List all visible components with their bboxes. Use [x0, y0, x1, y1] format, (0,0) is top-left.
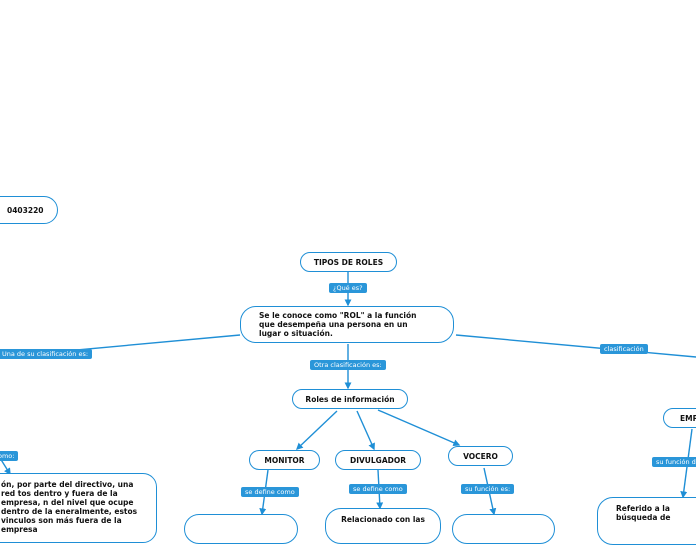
node-definicion[interactable]: Se le conoce como "ROL" a la función que… — [240, 306, 454, 343]
tag-su-funcion-es-text: su función es: — [465, 485, 511, 493]
tag-clasificacion[interactable]: clasificación — [600, 344, 648, 354]
edge-definicion-to-right — [455, 334, 696, 358]
node-code-text: 0403220 — [7, 205, 44, 215]
tag-clasificacion-text: clasificación — [604, 345, 644, 353]
node-divulgador-child[interactable]: Relacionado con las — [325, 508, 441, 544]
node-monitor-child[interactable] — [184, 514, 298, 544]
node-monitor[interactable]: MONITOR — [249, 450, 320, 470]
node-vocero-child[interactable] — [452, 514, 555, 544]
node-vocero-text: VOCERO — [463, 451, 498, 461]
tag-una-de-su-clasificacion[interactable]: Una de su clasificación es: — [0, 349, 93, 359]
node-left-paragraph[interactable]: ón, por parte del directivo, una red tos… — [0, 473, 157, 543]
tag-se-define-como-monitor[interactable]: se define como — [241, 487, 299, 497]
tag-su-funcion-es[interactable]: su función es: — [461, 484, 515, 494]
tag-como[interactable]: omo: — [0, 451, 19, 461]
tag-se-define-como-divulgador-text: se define como — [353, 485, 403, 493]
node-tipos-de-roles-text: TIPOS DE ROLES — [313, 257, 384, 267]
node-divulgador[interactable]: DIVULGADOR — [335, 450, 421, 470]
edge-roles-to-divulgador — [356, 410, 375, 451]
node-monitor-text: MONITOR — [264, 455, 305, 465]
node-roles-informacion[interactable]: Roles de información — [292, 389, 408, 409]
node-vocero[interactable]: VOCERO — [448, 446, 513, 466]
node-referido-text: Referido a la búsqueda de — [616, 504, 671, 522]
tag-se-define-como-monitor-text: se define como — [245, 488, 295, 496]
tag-otra-clasificacion-text: Otra clasificación es: — [314, 361, 382, 369]
tag-su-funcion-partial-text: su función d — [656, 458, 696, 466]
tag-que-es[interactable]: ¿Qué es? — [329, 283, 367, 293]
node-referido[interactable]: Referido a la búsqueda de — [597, 497, 696, 545]
node-roles-informacion-text: Roles de información — [305, 394, 395, 404]
node-empresario-text: EMP — [680, 413, 696, 423]
node-tipos-de-roles[interactable]: TIPOS DE ROLES — [300, 252, 397, 272]
tag-otra-clasificacion[interactable]: Otra clasificación es: — [310, 360, 386, 370]
node-code[interactable]: 0403220 — [0, 196, 58, 224]
tag-se-define-como-divulgador[interactable]: se define como — [349, 484, 407, 494]
edge-roles-to-vocero — [377, 409, 461, 446]
tag-una-de-su-clasificacion-text: Una de su clasificación es: — [2, 350, 89, 358]
node-empresario[interactable]: EMP — [663, 408, 696, 428]
node-left-paragraph-text: ón, por parte del directivo, una red tos… — [1, 480, 138, 534]
node-divulgador-text: DIVULGADOR — [349, 455, 407, 465]
tag-que-es-text: ¿Qué es? — [333, 284, 363, 292]
tag-como-text: omo: — [0, 452, 15, 460]
tag-su-funcion-partial[interactable]: su función d — [652, 457, 696, 467]
node-definicion-text: Se le conoce como "ROL" a la función que… — [259, 311, 417, 338]
edge-roles-to-monitor — [295, 410, 338, 450]
